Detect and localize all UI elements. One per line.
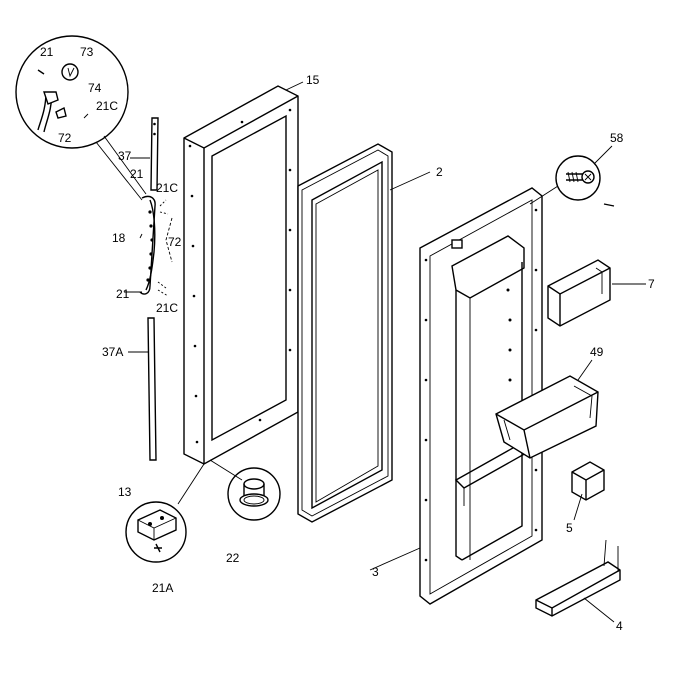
part-37-hinge-cover [150, 117, 159, 191]
label-21c-mid1: 21C [156, 181, 178, 195]
label-3: 3 [372, 565, 379, 579]
label-21-top: 21 [40, 45, 54, 59]
part-18-hinge [139, 195, 173, 297]
label-73: 73 [80, 45, 94, 59]
part-5-clip [571, 461, 605, 501]
part-37a-hinge-cover [147, 317, 157, 461]
label-21-mid: 21 [130, 167, 144, 181]
part-7-cover [547, 259, 611, 327]
part-2-gasket [297, 143, 393, 523]
label-21a: 21A [152, 581, 173, 595]
part-49-shelf-bin [495, 375, 599, 459]
label-4: 4 [616, 619, 623, 633]
label-72-mid: 72 [168, 235, 182, 249]
label-21-low: 21 [116, 287, 130, 301]
label-49: 49 [590, 345, 604, 359]
leader-lines [124, 81, 646, 623]
label-2: 2 [436, 165, 443, 179]
part-15-outer-frame [177, 85, 299, 505]
label-13: 13 [118, 485, 132, 499]
label-37: 37 [118, 149, 132, 163]
hinge-detail-callout [15, 35, 147, 201]
label-74: 74 [88, 81, 102, 95]
label-7: 7 [648, 277, 655, 291]
label-21c-top: 21C [96, 99, 118, 113]
part-22-bushing-callout [227, 467, 281, 521]
label-22: 22 [226, 551, 240, 565]
label-21c-mid2: 21C [156, 301, 178, 315]
label-37a: 37A [102, 345, 123, 359]
part-3-door-liner [419, 187, 543, 605]
label-58: 58 [610, 131, 624, 145]
part-4-bracket [535, 539, 621, 617]
part-58-screw-callout [529, 155, 615, 207]
part-13-hinge-callout [125, 501, 187, 563]
label-5: 5 [566, 521, 573, 535]
label-15: 15 [306, 73, 320, 87]
label-18: 18 [112, 231, 126, 245]
label-72-top: 72 [58, 131, 72, 145]
part-labels: 21 73 74 21C 72 37 21 21C 18 72 21 21C 3… [40, 45, 655, 633]
